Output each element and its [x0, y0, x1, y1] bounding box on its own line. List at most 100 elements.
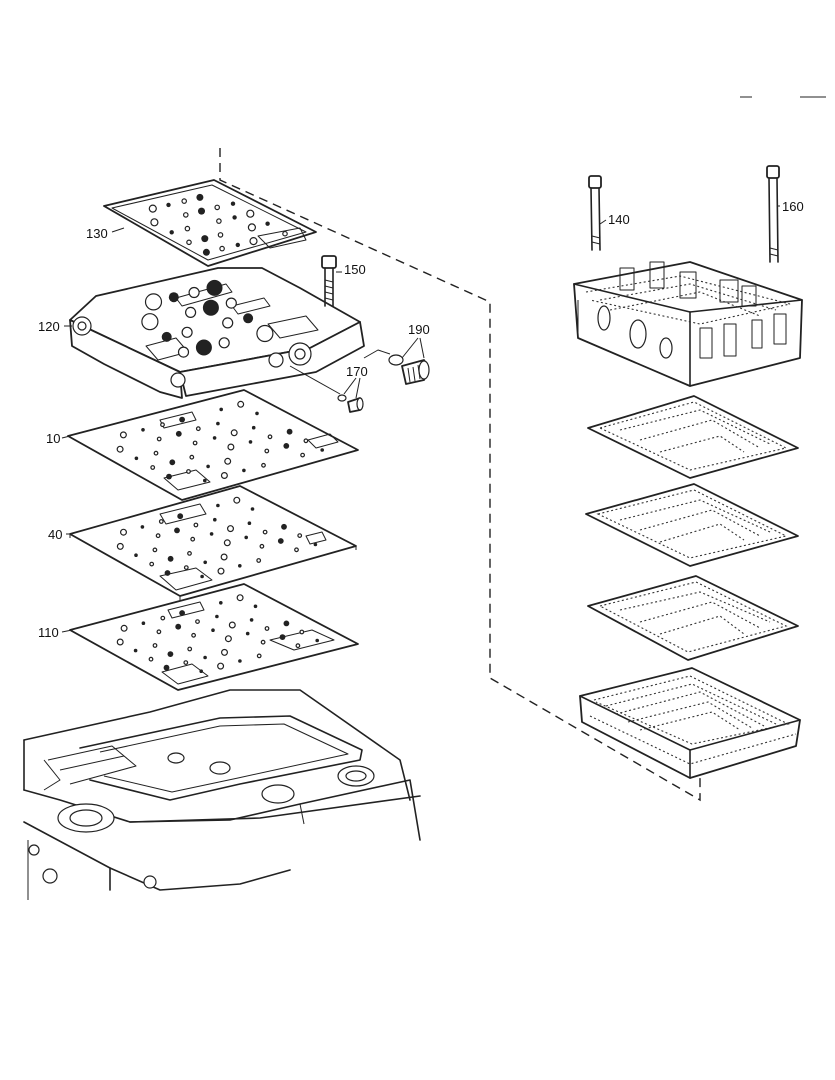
plate-hole: [116, 638, 124, 646]
plate-hole: [177, 513, 184, 520]
plate-hole: [181, 198, 188, 204]
plate-hole: [247, 223, 256, 232]
plate-hole: [313, 542, 318, 547]
plate-hole: [160, 422, 165, 428]
plate-hole: [277, 538, 284, 544]
plate-hole: [202, 248, 210, 256]
plate-hole: [203, 560, 207, 565]
plate-hole: [196, 193, 204, 201]
plate-hole: [156, 629, 162, 635]
plate-hole: [119, 528, 127, 536]
valve-bore: [225, 297, 237, 309]
plate-hole: [198, 207, 205, 215]
right-plate-1: [587, 395, 799, 479]
plate-hole: [141, 621, 146, 625]
plate-hole: [116, 542, 124, 550]
plate-hole: [256, 653, 262, 659]
part-40-plate: [69, 485, 357, 600]
plate-hole: [219, 601, 223, 605]
valve-bore: [141, 313, 159, 331]
plate-hole: [216, 421, 220, 426]
label-110: 110: [38, 625, 59, 640]
plate-hole: [230, 429, 238, 437]
plate-hole: [255, 411, 259, 416]
plate-hole: [120, 624, 128, 632]
valve-bore: [168, 292, 179, 303]
plate-hole: [190, 536, 196, 542]
plate-hole: [169, 230, 174, 235]
label-40: 40: [48, 527, 62, 542]
plate-hole: [214, 204, 221, 211]
plate-hole: [192, 440, 198, 446]
valve-bore: [144, 293, 163, 311]
plate-hole: [215, 614, 219, 619]
right-plate-3: [587, 575, 799, 661]
plate-hole: [191, 632, 197, 638]
plate-hole: [152, 643, 158, 648]
plate-hole: [156, 436, 162, 442]
plate-hole: [295, 643, 301, 649]
plate-hole: [299, 629, 305, 635]
plate-hole: [282, 230, 288, 237]
plate-hole: [150, 218, 159, 227]
valve-bore: [185, 306, 197, 318]
transmission-housing: [23, 689, 421, 900]
plate-hole: [141, 428, 145, 432]
plate-hole: [256, 558, 262, 563]
plate-hole: [150, 465, 156, 470]
part-150-bolt: [321, 255, 337, 307]
plate-hole: [221, 648, 229, 656]
plate-hole: [167, 651, 174, 657]
valve-bore: [256, 324, 274, 343]
plate-hole: [116, 445, 124, 453]
valve-bore: [243, 313, 254, 324]
part-120-valve-body: [69, 267, 365, 399]
plate-hole: [189, 454, 195, 460]
plate-hole: [169, 459, 176, 466]
part-170-plug: [289, 365, 364, 413]
plate-hole: [195, 619, 200, 624]
plate-hole: [155, 533, 161, 539]
plate-hole: [303, 438, 309, 444]
plate-hole: [183, 212, 189, 218]
plate-hole: [201, 235, 209, 243]
plate-hole: [315, 638, 320, 643]
plate-hole: [203, 478, 207, 483]
valve-bore: [218, 337, 230, 349]
plate-hole: [261, 462, 266, 468]
plate-hole: [224, 635, 232, 643]
label-150: 150: [344, 262, 366, 277]
plate-hole: [186, 469, 191, 474]
plate-hole: [175, 623, 182, 630]
plate-hole: [265, 221, 270, 226]
plate-hole: [175, 430, 182, 437]
plate-hole: [228, 621, 236, 629]
plate-hole: [166, 202, 171, 208]
plate-hole: [148, 656, 154, 662]
plate-hole: [246, 209, 255, 218]
plate-hole: [195, 426, 201, 432]
plate-hole: [235, 242, 240, 248]
part-10-plate: [67, 389, 359, 501]
plate-hole: [232, 215, 237, 220]
plate-hole: [187, 551, 192, 556]
plate-hole: [238, 564, 242, 568]
part-160-bolt: [766, 165, 780, 263]
assembly-guide-line: [219, 148, 701, 802]
plate-hole: [179, 610, 186, 616]
valve-bore: [222, 317, 234, 329]
label-130: 130: [86, 226, 108, 241]
plate-hole: [193, 522, 199, 528]
label-170: 170: [346, 364, 368, 379]
plate-hole: [283, 443, 290, 449]
plate-hole: [259, 543, 265, 549]
right-plate-4-gasket: [579, 667, 801, 779]
label-160: 160: [782, 199, 804, 214]
plate-hole: [183, 565, 189, 570]
plate-hole: [174, 527, 180, 534]
assembled-valve-body: [573, 261, 803, 387]
plate-hole: [200, 574, 204, 579]
plate-hole: [186, 239, 192, 246]
plate-hole: [250, 507, 255, 511]
